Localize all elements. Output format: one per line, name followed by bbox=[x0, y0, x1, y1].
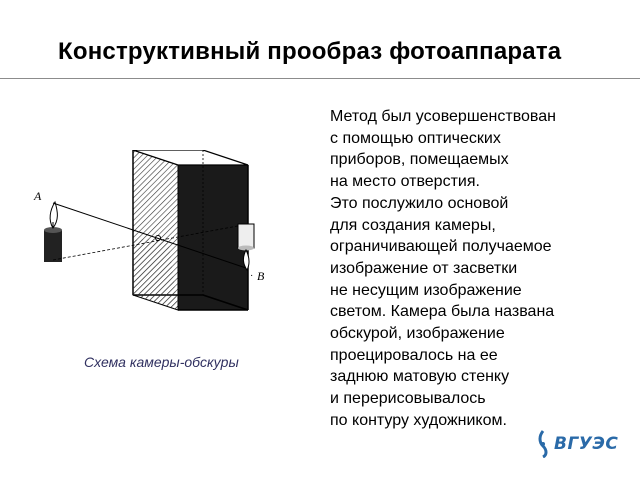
body-line: Метод был усовершенствован bbox=[330, 108, 556, 125]
logo-emblem-icon bbox=[538, 430, 548, 458]
body-line: Это послужило основой bbox=[330, 194, 509, 212]
logo-text: ВГУЭС bbox=[554, 434, 619, 454]
body-line: на место отверстия. bbox=[330, 173, 480, 191]
camera-box bbox=[132, 150, 249, 311]
slide-title: Конструктивный прообраз фотоаппарата bbox=[58, 38, 562, 65]
body-line: ограничивающей получаемое bbox=[330, 238, 552, 256]
body-line: с помощью оптических bbox=[330, 129, 501, 147]
body-line: не несущим изображение bbox=[330, 281, 522, 299]
body-line: светом. Камера была названа bbox=[330, 303, 555, 321]
university-logo: ВГУЭС bbox=[536, 428, 620, 460]
camera-obscura-illustration: A · B bbox=[33, 150, 265, 311]
projected-image bbox=[237, 223, 255, 271]
body-line: обскурой, изображение bbox=[330, 325, 505, 343]
body-line: и перерисовывалось bbox=[330, 390, 486, 408]
body-line: приборов, помещаемых bbox=[330, 151, 509, 169]
svg-text:·: · bbox=[250, 270, 253, 281]
body-line: изображение от засветки bbox=[330, 259, 518, 277]
title-divider bbox=[0, 78, 640, 79]
body-line: для создания камеры, bbox=[330, 216, 496, 234]
body-line: по контуру художником. bbox=[330, 411, 507, 429]
light-ray bbox=[52, 202, 247, 269]
light-ray bbox=[52, 224, 244, 261]
figure-caption: Схема камеры-обскуры bbox=[84, 354, 239, 370]
body-line: проецировалось на ее bbox=[330, 346, 498, 364]
point-a-label: A bbox=[33, 189, 42, 203]
point-b-label: B bbox=[257, 269, 265, 283]
body-text: Метод был усовершенствован с помощью опт… bbox=[330, 106, 630, 432]
candle-icon bbox=[44, 200, 62, 262]
body-line: заднюю матовую стенку bbox=[330, 368, 510, 386]
